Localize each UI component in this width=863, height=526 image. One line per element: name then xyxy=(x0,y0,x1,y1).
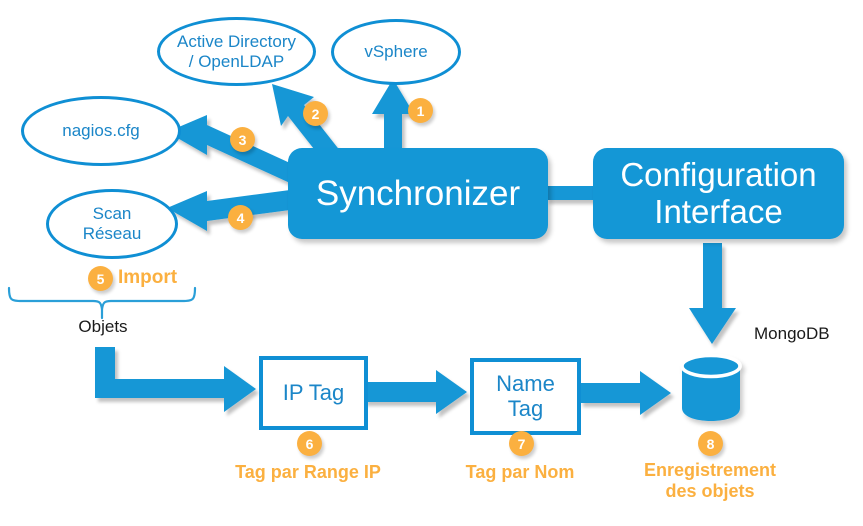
step-badge-5: 5 xyxy=(88,266,113,291)
name-tag-label-line2: Tag xyxy=(507,395,544,421)
arrow-to-vsphere xyxy=(372,79,414,152)
arrow-objets-to-iptag xyxy=(95,347,256,412)
ad-label-line1: Active Directory xyxy=(176,31,297,51)
caption-enregistrement-des-objets: Enregistrement des objets xyxy=(620,460,800,501)
source-vsphere[interactable]: vSphere xyxy=(331,19,461,85)
step-badge-8: 8 xyxy=(698,431,723,456)
source-active-directory[interactable]: Active Directory / OpenLDAP xyxy=(157,17,316,86)
stage-name-tag[interactable]: Name Tag xyxy=(470,358,581,435)
source-scan-reseau[interactable]: Scan Réseau xyxy=(46,189,178,259)
process-configuration-interface[interactable]: Configuration Interface xyxy=(593,148,844,239)
enregistrement-line2: des objets xyxy=(665,480,755,501)
name-tag-label-line1: Name xyxy=(496,371,555,397)
arrow-config-to-mongodb xyxy=(689,243,736,344)
arrow-to-nagios xyxy=(167,115,290,183)
mongodb-label: MongoDB xyxy=(754,324,830,343)
vsphere-label: vSphere xyxy=(364,42,428,62)
caption-tag-par-nom: Tag par Nom xyxy=(465,462,575,482)
stage-ip-tag[interactable]: IP Tag xyxy=(259,356,368,430)
ip-tag-label: IP Tag xyxy=(282,379,345,405)
step-badge-3: 3 xyxy=(230,127,255,152)
arrow-to-scan-reseau xyxy=(167,190,290,231)
config-label-line2: Interface xyxy=(654,192,783,230)
enregistrement-line1: Enregistrement xyxy=(643,460,777,480)
step-badge-6: 6 xyxy=(297,431,322,456)
connector-synchronizer-config xyxy=(546,186,596,200)
synchronizer-label: Synchronizer xyxy=(315,173,521,213)
step-badge-2: 2 xyxy=(303,101,328,126)
objets-brace xyxy=(7,286,197,320)
arrow-nametag-to-mongodb xyxy=(580,371,671,415)
step-badge-4: 4 xyxy=(228,205,253,230)
step-badge-1: 1 xyxy=(408,98,433,123)
step-badge-7: 7 xyxy=(509,431,534,456)
arrow-to-active-directory xyxy=(272,84,341,163)
ad-label-line2: / OpenLDAP xyxy=(188,51,285,71)
nagios-label: nagios.cfg xyxy=(62,121,140,141)
config-label-line1: Configuration xyxy=(620,155,817,193)
scan-label-line1: Scan xyxy=(92,204,132,224)
arrow-iptag-to-nametag xyxy=(364,370,467,414)
process-synchronizer[interactable]: Synchronizer xyxy=(288,148,548,239)
source-nagios-cfg[interactable]: nagios.cfg xyxy=(21,96,181,166)
import-caption: Import xyxy=(118,267,178,288)
caption-tag-par-range-ip: Tag par Range IP xyxy=(235,462,381,482)
objets-label: Objets xyxy=(78,317,128,336)
scan-label-line2: Réseau xyxy=(82,224,142,243)
mongodb-cylinder-icon xyxy=(680,353,742,421)
